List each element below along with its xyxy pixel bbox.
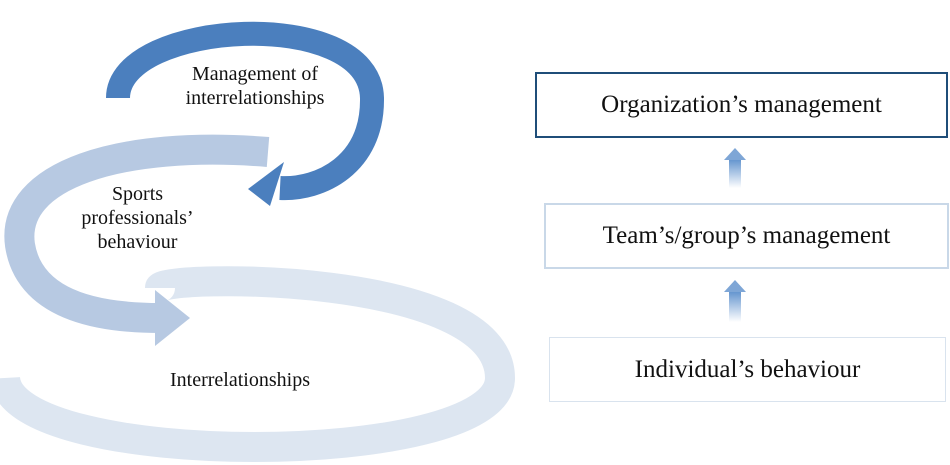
management-arrowhead [248,162,284,206]
organization-management-box: Organization’s management [535,72,948,138]
sports-label-line: Sports [111,183,164,205]
management-of-interrelationships-label: Management of interrelationships [155,62,355,110]
team-group-management-box: Team’s/group’s management [544,203,949,269]
management-label-line: Management of [191,63,319,85]
up-arrow-lower [724,280,746,322]
sports-behaviour-arc [4,134,270,333]
individual-behaviour-box: Individual’s behaviour [549,337,946,402]
sports-label-line: behaviour [97,231,178,253]
management-label-line: interrelationships [185,87,325,109]
sports-behaviour-arrowhead [155,290,190,346]
sports-professionals-behaviour-label: Sports professionals’ behaviour [50,182,225,254]
management-arc [106,21,385,201]
interrelationships-arc [0,266,516,462]
sports-label-line: professionals’ [81,207,194,229]
up-arrow-upper [724,148,746,188]
interrelationships-label: Interrelationships [170,369,310,391]
